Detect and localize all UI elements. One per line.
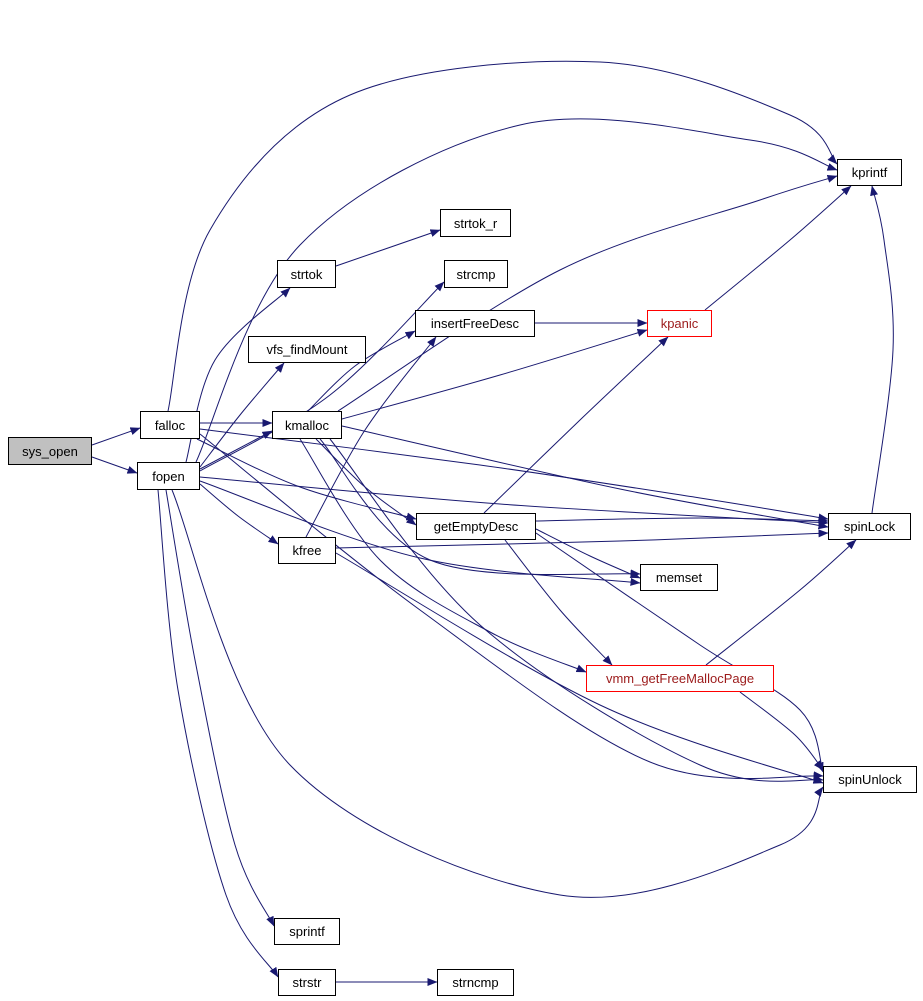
edge-vmm_getFreeMallocPage-to-spinLock	[705, 539, 857, 666]
node-vfs_findMount[interactable]: vfs_findMount	[248, 336, 366, 363]
edge-kfree-to-insertFreeDesc	[305, 336, 437, 538]
node-kpanic[interactable]: kpanic	[647, 310, 712, 337]
edge-fopen-to-strstr	[157, 489, 279, 978]
edge-kmalloc-to-insertFreeDesc	[307, 330, 416, 412]
edge-strtok-to-strtok_r	[335, 229, 441, 267]
edge-kmalloc-to-kpanic	[341, 328, 648, 420]
node-spinUnlock[interactable]: spinUnlock	[823, 766, 917, 793]
edge-fopen-to-kprintf	[195, 118, 838, 463]
edge-fopen-to-sprintf	[165, 489, 275, 927]
node-kfree[interactable]: kfree	[278, 537, 336, 564]
edge-spinLock-to-kprintf	[870, 185, 894, 514]
edge-kfree-to-spinLock	[335, 529, 829, 549]
node-strstr[interactable]: strstr	[278, 969, 336, 996]
node-kmalloc[interactable]: kmalloc	[272, 411, 342, 439]
node-getEmptyDesc[interactable]: getEmptyDesc	[416, 513, 536, 540]
node-kprintf[interactable]: kprintf	[837, 159, 902, 186]
edge-kfree-to-spinUnlock	[335, 552, 824, 784]
edge-kmalloc-to-vmm_getFreeMallocPage	[299, 438, 587, 673]
edge-sys_open-to-falloc	[91, 427, 141, 446]
edge-kmalloc-to-spinLock	[341, 425, 829, 530]
node-sys_open[interactable]: sys_open	[8, 437, 92, 465]
node-insertFreeDesc[interactable]: insertFreeDesc	[415, 310, 535, 337]
edge-fopen-to-vfs_findMount	[199, 362, 285, 468]
edge-kmalloc-to-kprintf	[337, 175, 838, 412]
edge-falloc-to-spinUnlock	[199, 433, 824, 780]
edge-kmalloc-to-spinUnlock	[329, 438, 824, 783]
edge-fopen-to-kfree	[199, 483, 279, 545]
edge-sys_open-to-fopen	[91, 456, 138, 474]
edge-fopen-to-spinUnlock	[171, 489, 824, 898]
edge-kmalloc-to-getEmptyDesc	[315, 438, 417, 526]
edge-getEmptyDesc-to-vmm_getFreeMallocPage	[504, 539, 613, 666]
edge-getEmptyDesc-to-kpanic	[483, 336, 669, 514]
edge-fopen-to-strcmp	[199, 281, 445, 472]
node-falloc[interactable]: falloc	[140, 411, 200, 439]
node-strtok_r[interactable]: strtok_r	[440, 209, 511, 237]
node-sprintf[interactable]: sprintf	[274, 918, 340, 945]
node-strcmp[interactable]: strcmp	[444, 260, 508, 288]
node-fopen[interactable]: fopen	[137, 462, 200, 490]
edge-fopen-to-kmalloc	[199, 430, 273, 470]
edge-kpanic-to-kprintf	[704, 185, 852, 311]
edge-getEmptyDesc-to-memset	[535, 528, 641, 579]
edge-falloc-to-getEmptyDesc	[196, 438, 417, 521]
edge-getEmptyDesc-to-spinLock	[535, 516, 829, 525]
node-vmm_getFreeMallocPage[interactable]: vmm_getFreeMallocPage	[586, 665, 774, 692]
edge-getEmptyDesc-to-spinUnlock	[535, 532, 824, 773]
edge-falloc-to-kprintf	[167, 60, 838, 412]
node-strtok[interactable]: strtok	[277, 260, 336, 288]
edge-vmm_getFreeMallocPage-to-spinUnlock	[739, 691, 824, 771]
node-spinLock[interactable]: spinLock	[828, 513, 911, 540]
edge-fopen-to-memset	[199, 480, 641, 586]
edge-falloc-to-spinLock	[199, 428, 829, 522]
node-strncmp[interactable]: strncmp	[437, 969, 514, 996]
node-memset[interactable]: memset	[640, 564, 718, 591]
